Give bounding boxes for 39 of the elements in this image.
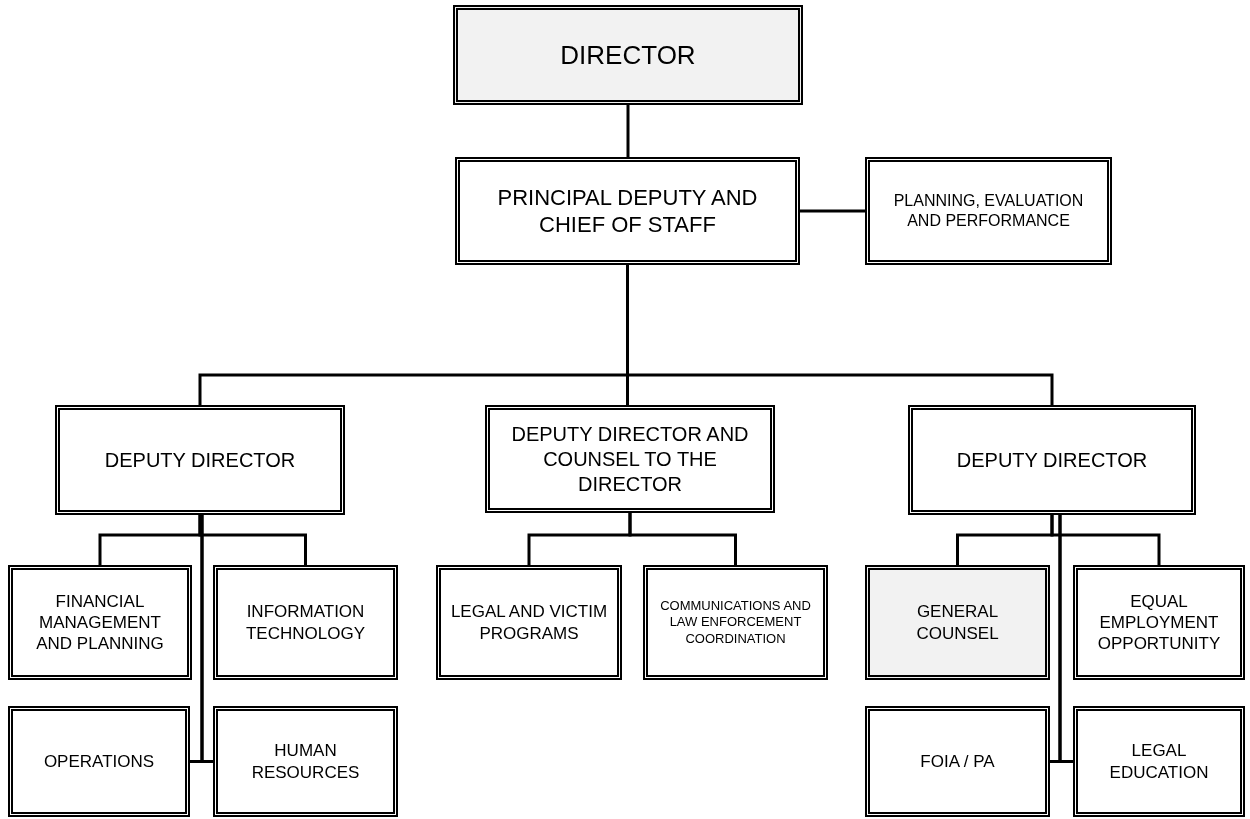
connector-line	[626, 105, 630, 157]
org-unit-box	[55, 405, 345, 515]
unit-name: DIRECTOR	[560, 38, 696, 72]
org-unit-box	[643, 565, 828, 680]
org-unit-box	[455, 157, 800, 265]
unit-name: DEPUTY DIRECTOR AND COUNSEL TO THE DIRECTOR	[510, 421, 750, 497]
unit-name: PRINCIPAL DEPUTY AND CHIEF OF STAFF	[496, 183, 759, 239]
unit-name: PLANNING, EVALUATION AND PERFORMANCE	[892, 191, 1085, 231]
org-unit-box	[865, 706, 1050, 817]
org-unit-box	[865, 565, 1050, 680]
org-unit-box	[213, 706, 398, 817]
unit-name: FOIA / PA	[920, 750, 995, 773]
unit-name: HUMAN RESOURCES	[250, 740, 361, 783]
unit-name: EQUAL EMPLOYMENT OPPORTUNITY	[1096, 590, 1222, 655]
org-unit-box	[8, 706, 190, 817]
connector-line	[200, 515, 213, 763]
unit-name: OPERATIONS	[43, 750, 155, 773]
org-unit-box	[1073, 565, 1245, 680]
connector-line	[1058, 515, 1073, 763]
connector-line	[800, 209, 865, 213]
director-box	[453, 5, 803, 105]
unit-name: DEPUTY DIRECTOR	[104, 447, 296, 473]
unit-name: FINANCIAL MANAGEMENT AND PLANNING	[35, 590, 165, 655]
org-unit-box	[865, 157, 1112, 265]
org-unit-box	[1073, 706, 1245, 817]
unit-name: COMMUNICATIONS AND LAW ENFORCEMENT COORDINATION	[659, 598, 812, 647]
unit-name: LEGAL AND VICTIM PROGRAMS	[449, 601, 609, 644]
org-unit-box	[213, 565, 398, 680]
org-unit-box	[908, 405, 1196, 515]
unit-name: DEPUTY DIRECTOR	[956, 447, 1148, 473]
unit-name: GENERAL COUNSEL	[915, 601, 1000, 644]
unit-name: LEGAL EDUCATION	[1108, 740, 1210, 783]
unit-name: INFORMATION TECHNOLOGY	[245, 601, 366, 644]
org-unit-box	[485, 405, 775, 513]
org-unit-box	[8, 565, 192, 680]
connector-line	[1050, 515, 1161, 565]
connector-line	[628, 513, 737, 565]
connector-line	[198, 515, 307, 565]
org-unit-box	[436, 565, 622, 680]
